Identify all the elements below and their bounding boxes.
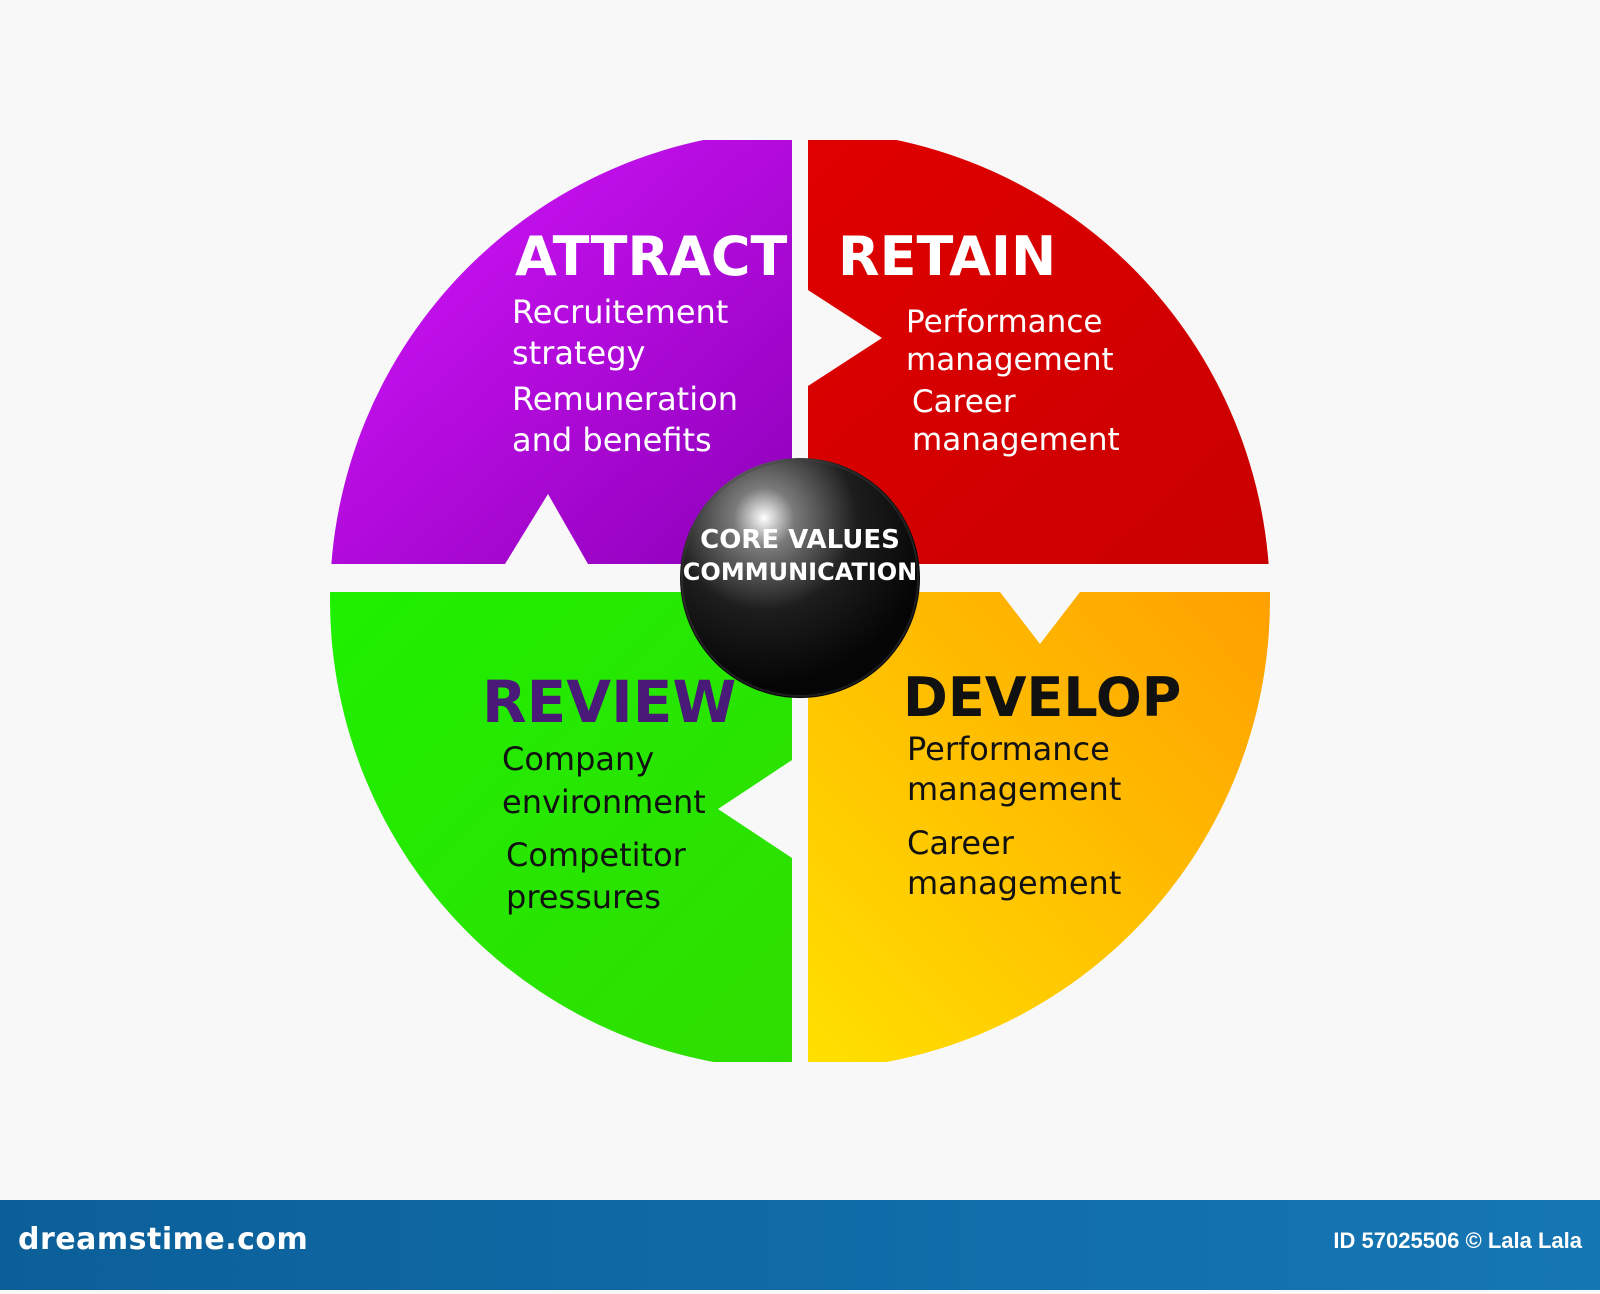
- develop-line-2: management: [907, 770, 1121, 808]
- attract-title: ATTRACT: [515, 225, 788, 288]
- arrow-down-icon: [1000, 592, 1080, 644]
- footer-credit: ID 57025506 © Lala Lala: [1333, 1228, 1582, 1253]
- review-line-4: pressures: [506, 878, 661, 916]
- develop-line-1: Performance: [907, 730, 1110, 768]
- footer-logo: dreamstime.com: [18, 1222, 309, 1257]
- arrow-up-icon: [505, 494, 588, 564]
- retain-title: RETAIN: [838, 225, 1056, 288]
- review-line-1: Company: [502, 740, 654, 778]
- review-line-2: environment: [502, 783, 706, 821]
- retain-line-4: management: [912, 422, 1120, 458]
- retain-line-3: Career: [912, 384, 1016, 420]
- develop-title: DEVELOP: [903, 666, 1181, 729]
- retain-line-2: management: [906, 342, 1114, 378]
- review-title: REVIEW: [482, 668, 736, 736]
- center-label-line1: CORE VALUES: [700, 525, 900, 555]
- review-line-3: Competitor: [506, 836, 687, 874]
- retain-line-1: Performance: [906, 304, 1102, 340]
- arrow-right-icon: [808, 290, 882, 386]
- attract-line-2: strategy: [512, 334, 645, 372]
- attract-line-1: Recruitement: [512, 293, 728, 331]
- footer-bar: dreamstime.com ID 57025506 © Lala Lala: [0, 1200, 1600, 1290]
- center-hub: [680, 458, 920, 698]
- develop-line-3: Career: [907, 824, 1015, 862]
- develop-line-4: management: [907, 864, 1121, 902]
- center-label-line2: COMMUNICATION: [683, 558, 917, 586]
- arrow-left-icon: [718, 760, 792, 858]
- attract-line-3: Remuneration: [512, 380, 738, 418]
- attract-line-4: and benefits: [512, 421, 712, 459]
